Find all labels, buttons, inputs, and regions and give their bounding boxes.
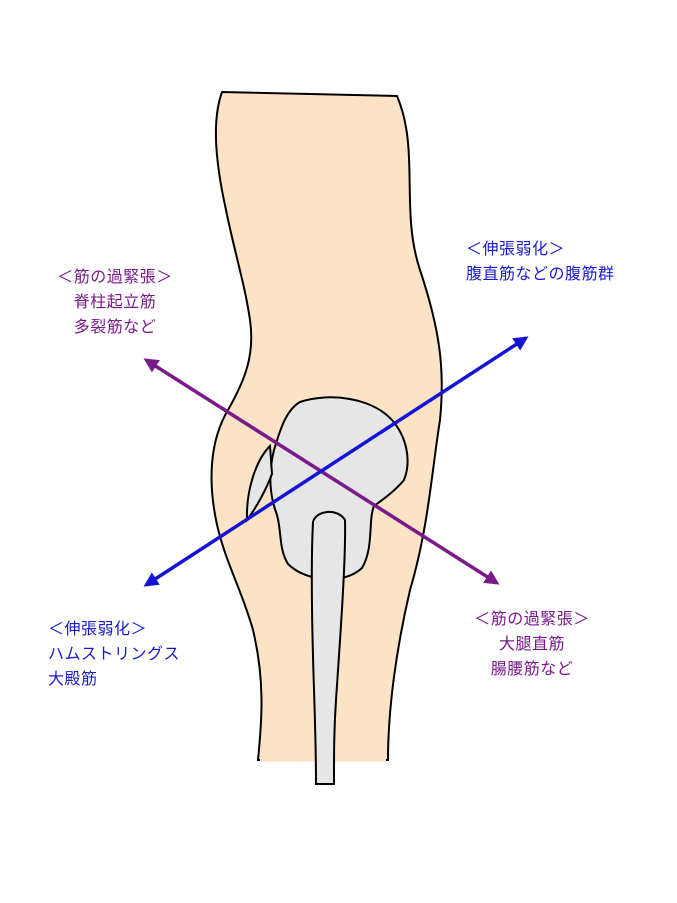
label-upper-right-line1: 腹直筋などの腹筋群 (466, 264, 615, 283)
label-upper-right: ＜伸張弱化＞ 腹直筋などの腹筋群 (466, 236, 666, 286)
label-upper-left-heading: ＜筋の過緊張＞ (57, 267, 173, 286)
label-lower-right-heading: ＜筋の過緊張＞ (474, 609, 590, 628)
label-lower-right-line1: 大腿直筋 (498, 634, 565, 653)
label-lower-left-heading: ＜伸張弱化＞ (48, 619, 148, 638)
label-upper-left: ＜筋の過緊張＞ 脊柱起立筋 多裂筋など (35, 264, 195, 339)
label-lower-left-line1: ハムストリングス (48, 644, 181, 663)
label-lower-right: ＜筋の過緊張＞ 大腿直筋 腸腰筋など (452, 606, 612, 681)
label-lower-right-line2: 腸腰筋など (490, 659, 574, 678)
label-lower-left-line2: 大殿筋 (48, 669, 98, 688)
label-lower-left: ＜伸張弱化＞ ハムストリングス 大殿筋 (48, 616, 228, 691)
label-upper-right-heading: ＜伸張弱化＞ (466, 239, 566, 258)
weakness-arrow (143, 336, 529, 587)
label-upper-left-line1: 脊柱起立筋 (73, 292, 157, 311)
label-upper-left-line2: 多裂筋など (73, 317, 157, 336)
